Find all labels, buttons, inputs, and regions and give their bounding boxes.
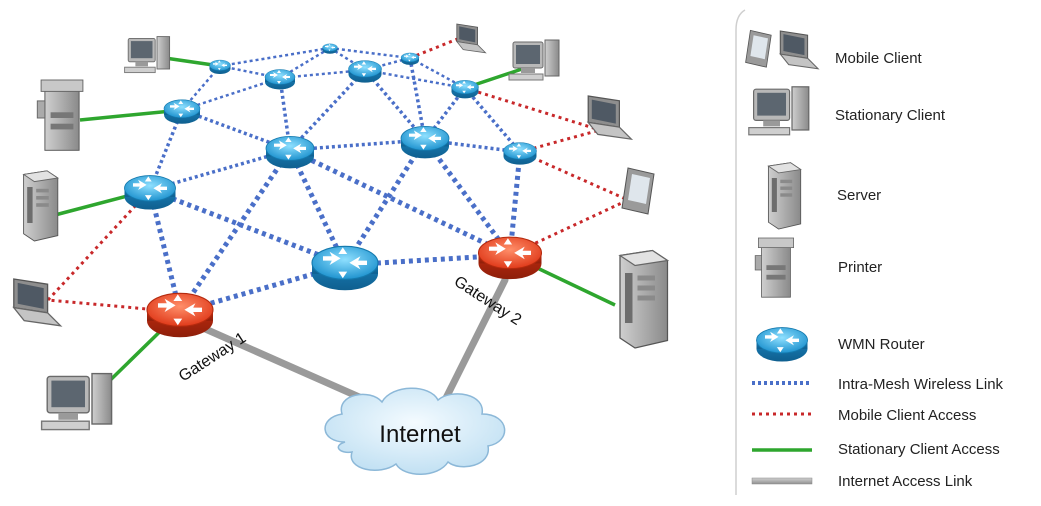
internet-access-link-swatch [751,477,813,485]
server-icon [23,170,59,242]
legend-label: Printer [838,259,882,276]
router-icon [348,60,382,83]
legend-label: WMN Router [838,336,925,353]
gateway-router-icon [477,236,543,280]
router-icon [322,43,338,54]
router-icon [124,175,176,210]
router-icon [400,52,420,66]
internet-cloud: Internet [324,387,506,475]
legend-item-server: Server [767,162,881,230]
legend-item-printer: Printer [754,237,882,298]
legend-label: Stationary Client [835,107,946,124]
legend-item-wmn-router: WMN Router [756,327,925,362]
legend-label: Server [837,187,881,204]
stationary-client-icon [40,372,113,431]
legend-item-intra-mesh-link: Intra-Mesh Wireless Link [752,376,1004,393]
mobile-client-icon [621,167,655,215]
legend-label: Intra-Mesh Wireless Link [838,376,1004,393]
router-icon [265,135,315,169]
gateway-1: Gateway 1 [146,292,249,385]
legend-item-mobile-client-access: Mobile Client Access [752,407,976,424]
legend-label: Stationary Client Access [838,441,1000,458]
internet-label: Internet [379,421,461,448]
internet-link-gateway-2 [441,276,509,404]
gateway-router-icon [146,292,214,338]
legend-item-stationary-client: Stationary Client [748,86,946,136]
gateway-2: Gateway 2 [451,236,543,329]
mobile-client-icon [456,23,487,54]
legend-label: Mobile Client Access [838,407,976,424]
mobile-client-icon [13,278,62,327]
server-icon [619,249,669,349]
legend-label: Mobile Client [835,50,923,67]
stationary-client-icon [124,36,171,74]
pda-icon [745,29,772,68]
router-icon [400,126,450,159]
printer-icon [36,79,84,151]
router-icon [264,69,296,90]
legend-item-mobile-client: Mobile Client [745,29,923,70]
gateway-1-label: Gateway 1 [176,329,249,385]
mobile-client-icon [779,30,819,70]
router-icon [311,245,379,291]
internet-access-links [181,276,509,408]
legend: Mobile Client Stationary Client Server P… [735,9,1004,495]
router-icon [503,142,537,165]
internet-link-gateway-1 [181,316,379,408]
stationary-client-access-links [54,56,616,397]
server-icon [767,162,802,230]
printer-icon [754,237,794,298]
router-icon [163,99,201,125]
router-icon [451,80,479,99]
legend-item-stationary-client-access: Stationary Client Access [752,441,1000,458]
legend-label: Internet Access Link [838,473,973,490]
stationary-client-icon [508,39,560,81]
router-icon [756,327,808,362]
stationary-client-icon [748,86,810,136]
router-icon [209,59,231,75]
legend-item-internet-access-link: Internet Access Link [751,473,973,490]
